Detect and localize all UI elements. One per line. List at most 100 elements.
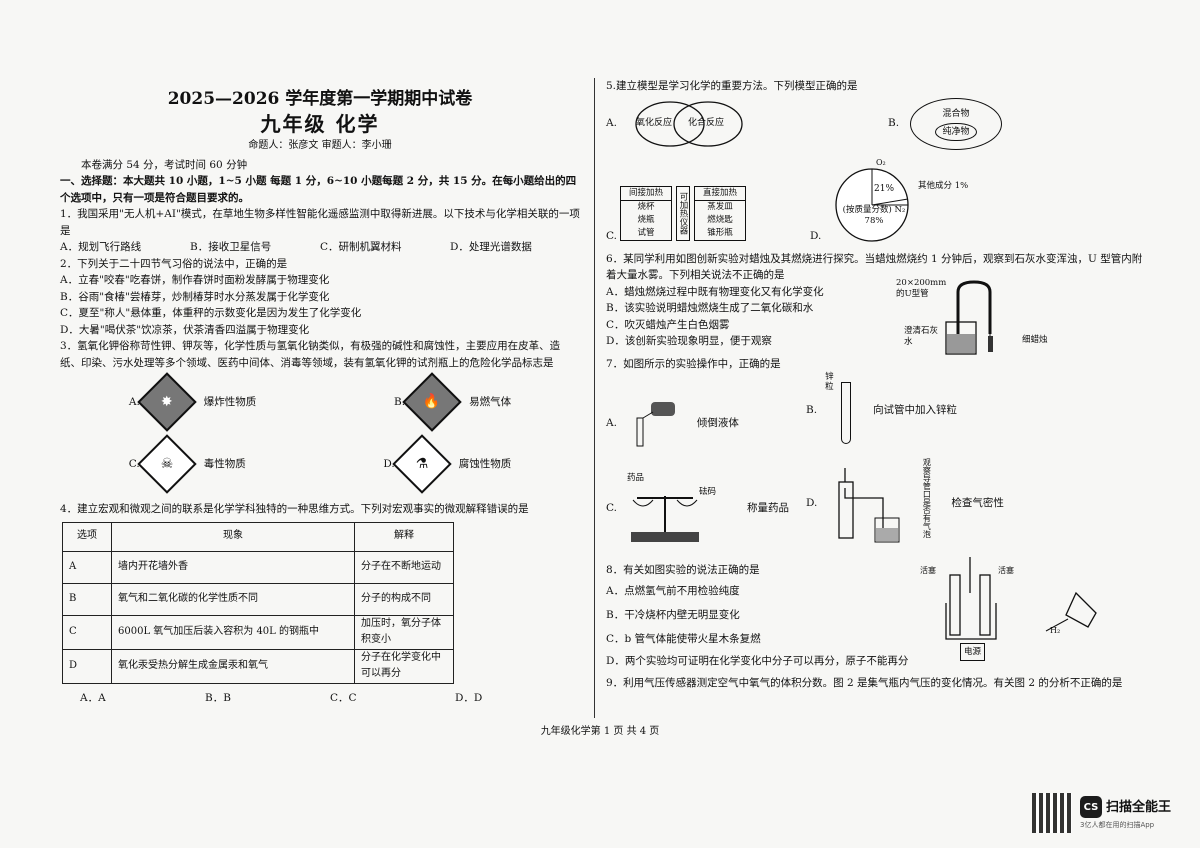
q8-figure: 活塞 活塞 电源 H₂ bbox=[916, 553, 1126, 663]
indirect-item: 试管 bbox=[637, 227, 655, 238]
airtight-apparatus bbox=[838, 468, 900, 543]
mixture-diagram: 混合物 纯净物 bbox=[910, 97, 1002, 150]
q3-option-b-label: 易燃气体 bbox=[469, 395, 512, 408]
table-row: B 氧气和二氧化碳的化学性质不同 分子的构成不同 bbox=[62, 582, 454, 616]
q6-figure: 20×200mm 的U型管 澄清石灰水 细蜡烛 bbox=[896, 278, 1096, 364]
q7-d-note: 观察导管口是否有气泡 bbox=[922, 458, 932, 538]
q4-cell: B bbox=[62, 582, 112, 616]
q7-c-right-tag: 砝码 bbox=[699, 487, 717, 497]
q6-options: A．蜡烛燃烧过程中既有物理变化又有化学变化 B．该实验说明蜡烛燃烧生成了二氧化碳… bbox=[606, 284, 876, 350]
exam-notice: 本卷满分 54 分，考试时间 60 分钟 bbox=[81, 158, 248, 171]
q5-a-right: 化合反应 bbox=[688, 118, 725, 128]
page-footer: 九年级化学第 1 页 共 4 页 bbox=[540, 726, 660, 737]
q3-option-b-letter: B. bbox=[394, 395, 406, 408]
q4-cell: 墙内开花墙外香 bbox=[111, 550, 355, 584]
pie-other: 其他成分 1% bbox=[918, 180, 969, 191]
q4-cell: 分子在不断地运动 bbox=[354, 550, 454, 584]
q6-option-a: A．蜡烛燃烧过程中既有物理变化又有化学变化 bbox=[606, 285, 824, 298]
q3-row1: A. ✸ 爆炸性物质 B. 🔥 易燃气体 bbox=[60, 371, 580, 433]
indirect-box: 间接加热 烧杯 烧瓶 试管 bbox=[620, 185, 672, 241]
table-row: C 6000L 氧气加压后装入容积为 40L 的钢瓶中 加压时，氧分子体积变小 bbox=[62, 614, 454, 650]
section1-heading: 一、选择题：本大题共 10 小题，1~5 小题 每题 1 分，6~10 小题每题… bbox=[60, 175, 577, 204]
camscanner-logo: CS bbox=[1080, 796, 1102, 818]
q2-option-a: A．立春"咬春"吃春饼，制作春饼时面粉发酵属于物理变化 bbox=[60, 274, 330, 286]
q2-option-c: C．夏至"称人"悬体重，体重秤的示数变化是因为发生了化学变化 bbox=[60, 307, 362, 319]
q6-option-b: B．该实验说明蜡烛燃烧生成了二氧化碳和水 bbox=[606, 302, 814, 314]
q1-options: A．规划飞行路线 B．接收卫星信号 C．研制机翼材料 D．处理光谱数据 bbox=[60, 239, 580, 256]
q8-option-a: A．点燃氢气前不用检验纯度 bbox=[606, 584, 740, 597]
pie-shape bbox=[835, 167, 909, 242]
table-row: D 氧化汞受热分解生成金属汞和氧气 分子在化学变化中可以再分 bbox=[62, 648, 454, 684]
q1-option-d: D．处理光谱数据 bbox=[450, 241, 532, 253]
pie-o2: O₂ bbox=[876, 157, 886, 167]
q8-label-h2: H₂ bbox=[1050, 625, 1061, 635]
q6-block: A．蜡烛燃烧过程中既有物理变化又有化学变化 B．该实验说明蜡烛燃烧生成了二氧化碳… bbox=[606, 278, 1146, 355]
pie-o2pct: 21% bbox=[874, 183, 895, 194]
q3-option-a: A. ✸ 爆炸性物质 bbox=[129, 372, 257, 432]
q1-option-c: C．研制机翼材料 bbox=[320, 241, 402, 253]
q3-option-c-label: 毒性物质 bbox=[203, 457, 246, 470]
exam-title: 2025—2026 学年度第一学期期中试卷 bbox=[167, 89, 473, 109]
q1-stem: 1．我国采用"无人机+AI"模式，在草地生物多样性智能化遥感监测中取得新进展。以… bbox=[60, 208, 580, 237]
q2-option-d: D．大暑"喝伏茶"饮凉茶，伏茶清香四溢属于物理变化 bbox=[60, 323, 310, 336]
q7-option-b: B. 锌粒 向试管中加入锌粒 bbox=[806, 372, 957, 448]
qr-code-icon bbox=[1032, 793, 1072, 833]
toxic-icon: ☠ bbox=[137, 434, 197, 494]
q4-table-header: 选项 现象 解释 bbox=[62, 521, 454, 552]
q5-d-letter: D. bbox=[810, 230, 822, 242]
venn-diagram bbox=[635, 100, 743, 147]
camscanner-brand: 扫描全能王 bbox=[1106, 800, 1172, 815]
q3-stem: 3．氢氧化钾俗称苛性钾、钾灰等，化学性质与氢氧化钠类似，有极强的碱性和腐蚀性，主… bbox=[60, 340, 561, 369]
q7-a-letter: A. bbox=[606, 416, 617, 429]
explosive-icon: ✸ bbox=[137, 372, 197, 432]
q8-label-a: 活塞 bbox=[920, 565, 936, 575]
q5-b-inner: 纯净物 bbox=[935, 122, 977, 141]
q4-cell: 6000L 氧气加压后装入容积为 40L 的钢瓶中 bbox=[111, 614, 355, 650]
q6-tube-label: 20×200mm 的U型管 bbox=[896, 277, 947, 299]
q3-option-d-label: 腐蚀性物质 bbox=[458, 457, 512, 470]
q5-b-letter: B. bbox=[888, 117, 900, 130]
q4-cell: A bbox=[62, 550, 112, 584]
q7-option-c: C. 药品 砝码 称量药品 bbox=[606, 470, 789, 546]
q6-lime-label: 澄清石灰水 bbox=[904, 325, 939, 347]
q7-d-label: 检查气密性 bbox=[951, 496, 1004, 509]
q4-cell: D bbox=[62, 648, 112, 684]
q4-col-explanation: 解释 bbox=[354, 521, 454, 552]
q7-b-letter: B. bbox=[806, 403, 818, 416]
electrolysis-apparatus bbox=[945, 556, 1097, 640]
exam-authors: 命题人：张彦文 审题人：李小珊 bbox=[248, 140, 392, 151]
q4-answer-b: B．B bbox=[205, 691, 231, 704]
q7-block: A. 倾倒液体 B. 锌粒 向试管中加入锌粒 C. 药品 bbox=[606, 372, 1146, 560]
direct-item: 燃烧匙 bbox=[707, 214, 733, 225]
q4-answer-a: A．A bbox=[80, 691, 106, 704]
q4-col-option: 选项 bbox=[62, 521, 112, 552]
q3-option-a-label: 爆炸性物质 bbox=[203, 395, 257, 408]
flammable-icon: 🔥 bbox=[402, 372, 462, 432]
q5-a-letter: A. bbox=[606, 117, 617, 130]
q7-stem: 7．如图所示的实验操作中，正确的是 bbox=[606, 357, 781, 370]
q5-a-left: 氧化反应 bbox=[636, 118, 673, 128]
q8-block: A．点燃氢气前不用检验纯度 B．干冷烧杯内壁无明显变化 C．b 管气体能使带火星… bbox=[606, 556, 1146, 681]
q3-row2: C. ☠ 毒性物质 D. ⚗ 腐蚀性物质 bbox=[60, 433, 580, 495]
q4-answers: A．A B．B C．C D．D bbox=[60, 690, 580, 707]
q4-cell: 加压时，氧分子体积变小 bbox=[354, 614, 454, 650]
pie-n2: (按质量分数) N₂ 78% bbox=[842, 204, 906, 226]
q3-option-c: C. ☠ 毒性物质 bbox=[129, 434, 246, 494]
q7-option-d: D. 观察导管口是否有气泡 检查气密性 bbox=[806, 458, 1004, 548]
q7-d-letter: D. bbox=[806, 496, 818, 509]
q7-b-tag: 锌粒 bbox=[825, 372, 834, 392]
q7-a-label: 倾倒液体 bbox=[696, 416, 739, 429]
q5-c-letter: C. bbox=[606, 230, 617, 242]
heating-diagram: 间接加热 烧杯 烧瓶 试管 可加热仪器 直接加热 蒸发皿 燃烧匙 锥形瓶 bbox=[620, 185, 746, 241]
q4-table: 选项 现象 解释 A 墙内开花墙外香 分子在不断地运动 B 氧气和二氧化碳的化学… bbox=[62, 521, 454, 684]
q3-option-d: D. ⚗ 腐蚀性物质 bbox=[383, 434, 512, 494]
q7-b-label: 向试管中加入锌粒 bbox=[873, 403, 958, 416]
q8-options: A．点燃氢气前不用检验纯度 B．干冷烧杯内壁无明显变化 C．b 管气体能使带火星… bbox=[606, 579, 936, 651]
q6-stem: 6．某同学利用如图创新实验对蜡烛及其燃烧进行探究。当蜡烛燃烧约 1 分钟后，观察… bbox=[606, 252, 1143, 282]
q7-c-left-tag: 药品 bbox=[627, 473, 645, 483]
q9-stem: 9．利用气压传感器测定空气中氧气的体积分数。图 2 是集气瓶内气压的变化情况。有… bbox=[606, 677, 1123, 689]
balance-icon: 药品 砝码 bbox=[625, 470, 716, 546]
q4-cell: C bbox=[62, 614, 112, 650]
corrosive-icon: ⚗ bbox=[392, 434, 452, 494]
